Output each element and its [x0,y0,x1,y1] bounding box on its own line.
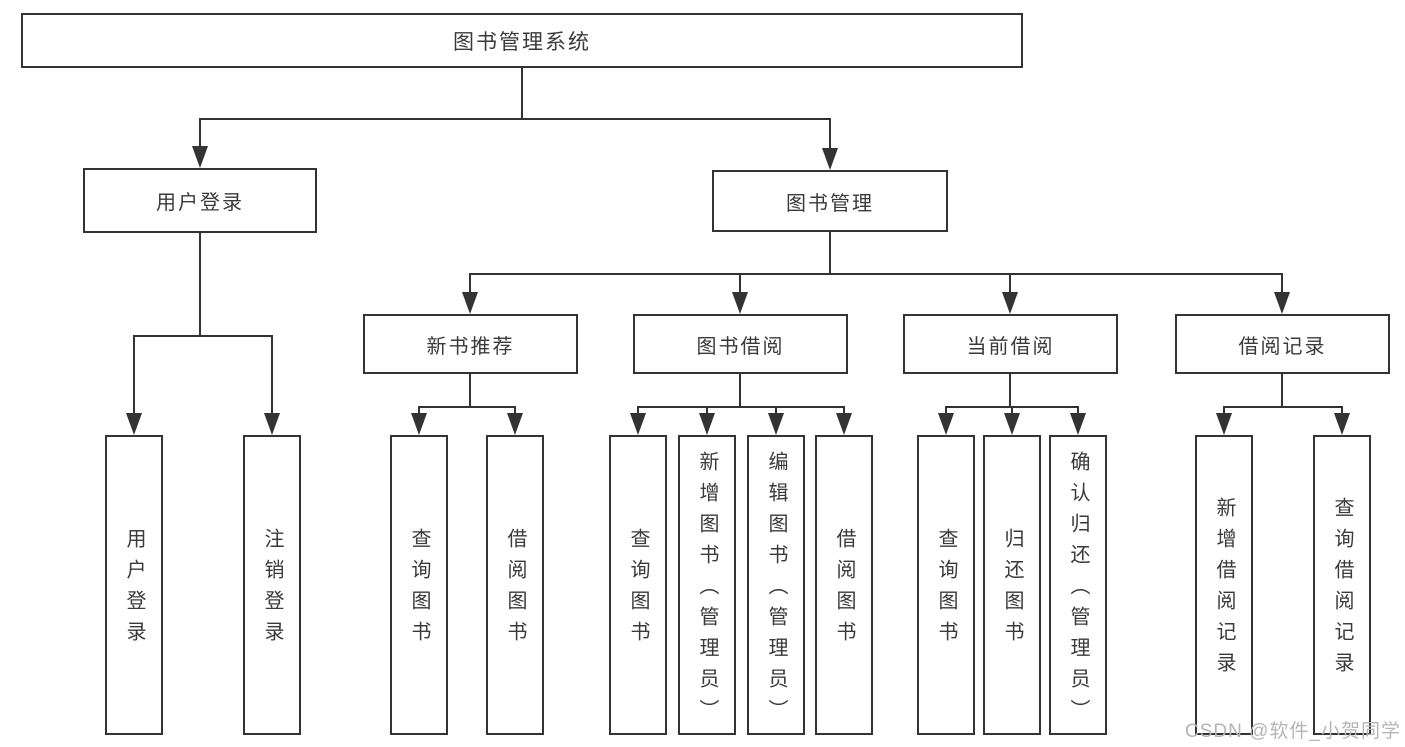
leaf-borrow-books-recommend: 借阅图书 [486,435,544,735]
connector-line [199,233,201,335]
arrow-down-icon [1002,292,1018,314]
arrow-down-icon [126,413,142,435]
leaf-query-borrow-record: 查询借阅记录 [1313,435,1371,735]
arrow-down-icon [1216,413,1232,435]
connector-line [637,406,639,415]
node-current-borrowing: 当前借阅 [903,314,1118,374]
connector-line [775,406,777,415]
arrow-down-icon [462,292,478,314]
connector-line [637,406,845,408]
connector-line [706,406,708,415]
connector-line [199,118,201,146]
arrow-down-icon [411,413,427,435]
arrow-down-icon [836,413,852,435]
connector-line [1011,406,1013,415]
arrow-down-icon [1004,413,1020,435]
arrow-down-icon [822,148,838,170]
connector-line [469,374,471,406]
connector-line [1281,374,1283,406]
connector-line [418,406,420,415]
connector-line [271,335,273,415]
node-new-book-recommendation: 新书推荐 [363,314,578,374]
leaf-query-books-recommend: 查询图书 [390,435,448,735]
connector-line [945,406,947,415]
arrow-down-icon [192,146,208,168]
arrow-down-icon [630,413,646,435]
connector-line [521,68,523,118]
csdn-watermark: CSDN @软件_小贺同学 [1185,721,1401,742]
connector-line [1009,374,1011,406]
node-book-borrowing: 图书借阅 [633,314,848,374]
leaf-add-borrow-record: 新增借阅记录 [1195,435,1253,735]
connector-line [1281,273,1283,293]
arrow-down-icon [1070,413,1086,435]
connector-line [1009,273,1011,293]
connector-line [739,273,741,293]
node-book-management: 图书管理 [712,170,948,232]
leaf-confirm-return-admin: 确认归还（管理员） [1049,435,1107,735]
connector-line [843,406,845,415]
connector-line [133,335,273,337]
node-library-system: 图书管理系统 [21,13,1023,68]
arrow-down-icon [264,413,280,435]
leaf-logout: 注销登录 [243,435,301,735]
node-borrowing-records: 借阅记录 [1175,314,1390,374]
leaf-query-books-current: 查询图书 [917,435,975,735]
connector-line [1077,406,1079,415]
connector-line [829,118,831,148]
leaf-borrow-books: 借阅图书 [815,435,873,735]
connector-line [469,273,1283,275]
leaf-query-books-borrowing: 查询图书 [609,435,667,735]
connector-line [514,406,516,415]
arrow-down-icon [938,413,954,435]
connector-line [469,273,471,293]
connector-line [1223,406,1343,408]
connector-line [1341,406,1343,415]
arrow-down-icon [1334,413,1350,435]
node-user-login: 用户登录 [83,168,317,233]
connector-line [829,232,831,273]
leaf-return-books: 归还图书 [983,435,1041,735]
arrow-down-icon [732,292,748,314]
arrow-down-icon [768,413,784,435]
connector-line [133,335,135,415]
connector-line [1223,406,1225,415]
leaf-edit-books-admin: 编辑图书（管理员） [747,435,805,735]
arrow-down-icon [699,413,715,435]
connector-line [418,406,516,408]
leaf-user-login: 用户登录 [105,435,163,735]
connector-line [739,374,741,406]
connector-line [199,118,831,120]
leaf-add-books-admin: 新增图书（管理员） [678,435,736,735]
arrow-down-icon [1274,292,1290,314]
arrow-down-icon [507,413,523,435]
